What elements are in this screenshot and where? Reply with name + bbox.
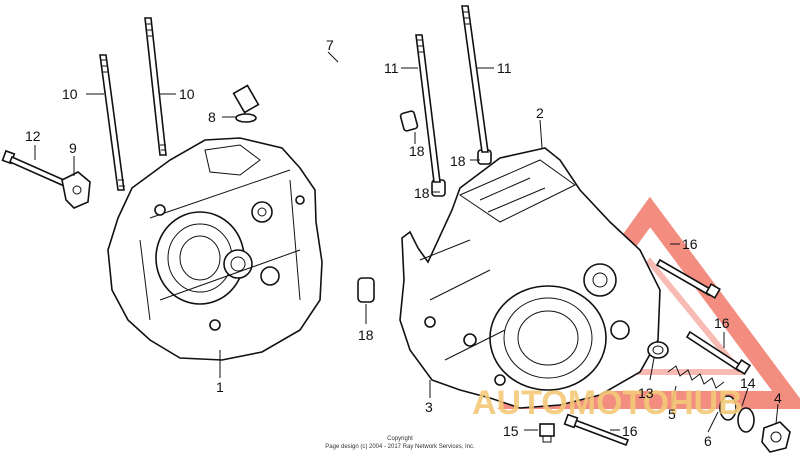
callout-1: 1 bbox=[216, 379, 224, 395]
callout-3: 3 bbox=[425, 399, 433, 415]
breather-tube-7 bbox=[232, 62, 406, 211]
callout-10-left: 10 bbox=[62, 86, 78, 102]
watermark-text-group: AUTOMOTOHUB bbox=[472, 384, 743, 422]
callout-14: 14 bbox=[740, 375, 756, 391]
callout-16-middle: 16 bbox=[714, 315, 730, 331]
bolts-16 bbox=[563, 258, 752, 447]
right-crankcase bbox=[399, 147, 661, 409]
rings-6 bbox=[719, 395, 755, 433]
callout-18-middle: 18 bbox=[414, 185, 430, 201]
bolt-15 bbox=[539, 423, 555, 443]
spring-5 bbox=[667, 365, 725, 389]
callout-15: 15 bbox=[503, 423, 519, 439]
callout-10-right: 10 bbox=[179, 86, 195, 102]
callout-18-top: 18 bbox=[409, 143, 425, 159]
leader-lines bbox=[34, 51, 779, 433]
callout-5: 5 bbox=[668, 406, 676, 422]
callout-13: 13 bbox=[638, 385, 654, 401]
stud-bolts-11 bbox=[415, 5, 489, 183]
clip-8 bbox=[235, 113, 257, 123]
dowel-pins-18 bbox=[357, 110, 492, 303]
oil-seal-13 bbox=[647, 341, 669, 359]
callout-18-bottom: 18 bbox=[358, 327, 374, 343]
left-crankcase bbox=[107, 137, 323, 361]
drain-plug-4 bbox=[761, 421, 791, 453]
callout-11-left: 11 bbox=[384, 60, 399, 76]
callout-8: 8 bbox=[208, 109, 216, 125]
callout-labels: 1 2 3 4 5 6 7 8 9 10 10 11 11 12 13 14 1… bbox=[25, 37, 782, 449]
callout-18-right: 18 bbox=[450, 153, 466, 169]
callout-16-top: 16 bbox=[682, 236, 698, 252]
watermark-text: AUTOMOTOHUB bbox=[472, 384, 743, 422]
callout-6: 6 bbox=[704, 433, 712, 449]
callout-9: 9 bbox=[69, 140, 77, 156]
callout-2: 2 bbox=[536, 105, 544, 121]
bracket-9 bbox=[61, 171, 91, 209]
copyright-notice: Page design (c) 2004 - 2017 Ray Network … bbox=[325, 444, 475, 450]
callout-11-right: 11 bbox=[497, 60, 512, 76]
callout-16-bottom: 16 bbox=[622, 423, 638, 439]
copyright-line: Copyright bbox=[387, 436, 413, 442]
callout-12: 12 bbox=[25, 128, 41, 144]
callout-7: 7 bbox=[326, 37, 334, 53]
callout-4: 4 bbox=[774, 390, 782, 406]
stud-bolts-10 bbox=[99, 17, 167, 191]
